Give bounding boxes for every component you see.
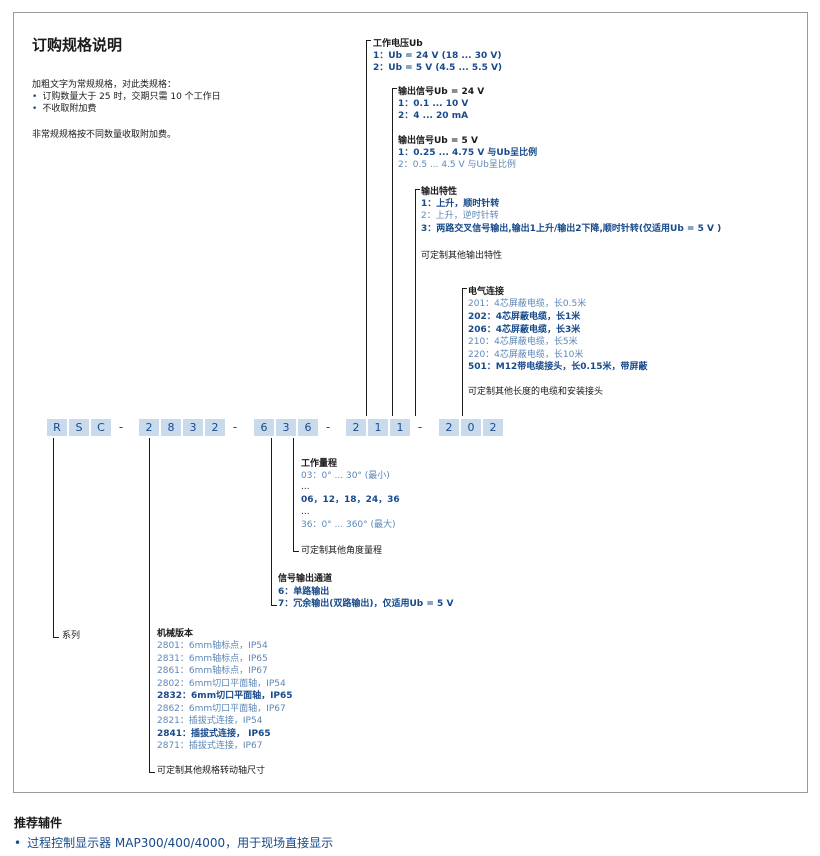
- range-option-min: 03：0° ... 30° (最小): [301, 471, 390, 481]
- code-digit: S: [69, 419, 89, 436]
- connector-range: [293, 438, 294, 552]
- output24-option-2: 2：4 ... 20 mA: [398, 111, 469, 121]
- code-digit: 6: [254, 419, 274, 436]
- electrical-option: 206：4芯屏蔽电缆，长3米: [468, 325, 581, 335]
- connector-electrical-tick: [462, 288, 467, 289]
- range-ellipsis-2: ...: [301, 507, 310, 517]
- code-separator: -: [118, 420, 124, 434]
- channel-heading: 信号输出通道: [278, 574, 333, 584]
- characteristic-note: 可定制其他输出特性: [421, 251, 503, 261]
- connector-channel-tick: [271, 605, 277, 606]
- output5-option-2: 2：0.5 ... 4.5 V 与Ub呈比例: [398, 160, 516, 170]
- code-separator: -: [325, 420, 331, 434]
- electrical-option: 202：4芯屏蔽电缆，长1米: [468, 312, 581, 322]
- electrical-option: 201：4芯屏蔽电缆，长0.5米: [468, 299, 587, 309]
- connector-series: [53, 438, 54, 638]
- code-digit: 0: [461, 419, 481, 436]
- connector-channel: [271, 438, 272, 606]
- connector-supply-tick: [366, 40, 371, 41]
- accessories-heading: 推荐辅件: [14, 816, 63, 830]
- electrical-option: 501：M12带电缆接头，长0.15米，带屏蔽: [468, 362, 648, 372]
- electrical-option: 220：4芯屏蔽电缆，长10米: [468, 350, 584, 360]
- mechanical-option: 2831：6mm轴标点，IP65: [157, 654, 268, 664]
- code-digit: 2: [483, 419, 503, 436]
- range-heading: 工作量程: [301, 459, 338, 469]
- output5-option-1: 1：0.25 ... 4.75 V 与Ub呈比例: [398, 148, 538, 158]
- characteristic-heading: 输出特性: [421, 187, 458, 197]
- mechanical-option: 2802：6mm切口平面轴，IP54: [157, 679, 286, 689]
- code-digit: 2: [139, 419, 159, 436]
- range-note: 可定制其他角度量程: [301, 546, 383, 556]
- code-digit: 2: [205, 419, 225, 436]
- range-option-common: 06，12，18，24，36: [301, 495, 400, 505]
- mechanical-note: 可定制其他规格转动轴尺寸: [157, 766, 266, 776]
- code-digit: 6: [298, 419, 318, 436]
- page-title: 订购规格说明: [32, 36, 123, 54]
- mechanical-option: 2832：6mm切口平面轴，IP65: [157, 691, 293, 701]
- connector-mechanical-tick: [149, 772, 155, 773]
- series-label: 系列: [62, 631, 81, 641]
- supply-heading: 工作电压Ub: [373, 39, 423, 49]
- code-separator: -: [232, 420, 238, 434]
- accessories-item: •过程控制显示器 MAP300/400/4000，用于现场直接显示: [14, 836, 334, 850]
- intro-text: 加粗文字为常规规格，对此类规格：: [32, 80, 177, 90]
- output24-option-1: 1：0.1 ... 10 V: [398, 99, 469, 109]
- connector-mechanical: [149, 438, 150, 773]
- characteristic-option-2: 2：上升，逆时针转: [421, 211, 499, 221]
- code-digit: 1: [390, 419, 410, 436]
- code-digit: 2: [346, 419, 366, 436]
- intro-bullet-1: 订购数量大于 25 时，交期只需 10 个工作日: [32, 91, 221, 104]
- mechanical-heading: 机械版本: [157, 629, 194, 639]
- electrical-option: 210：4芯屏蔽电缆，长5米: [468, 337, 578, 347]
- code-digit: 3: [183, 419, 203, 436]
- range-ellipsis-1: ...: [301, 482, 310, 492]
- supply-option-2: 2：Ub = 5 V (4.5 ... 5.5 V): [373, 63, 503, 73]
- mechanical-option: 2821：插拔式连接，IP54: [157, 716, 263, 726]
- intro-bullet-2: 不收取附加费: [32, 103, 96, 116]
- output24-heading: 输出信号Ub = 24 V: [398, 87, 485, 97]
- code-separator: -: [417, 420, 423, 434]
- code-digit: 3: [276, 419, 296, 436]
- range-option-max: 36：0° ... 360° (最大): [301, 520, 396, 530]
- connector-output: [392, 88, 393, 416]
- code-digit: 2: [439, 419, 459, 436]
- intro-note: 非常规规格按不同数量收取附加费。: [32, 130, 177, 140]
- output5-heading: 输出信号Ub = 5 V: [398, 136, 478, 146]
- connector-output-tick: [392, 88, 397, 89]
- code-digit: R: [47, 419, 67, 436]
- channel-option-7: 7：冗余输出(双路输出)，仅适用Ub = 5 V: [278, 599, 454, 609]
- electrical-heading: 电气连接: [468, 287, 505, 297]
- mechanical-option: 2841：插拔式连接， IP65: [157, 729, 271, 739]
- connector-characteristic: [415, 189, 416, 416]
- characteristic-option-1: 1：上升，顺时针转: [421, 199, 500, 209]
- connector-series-tick: [53, 637, 59, 638]
- mechanical-option: 2862：6mm切口平面轴，IP67: [157, 704, 286, 714]
- channel-option-6: 6：单路输出: [278, 587, 330, 597]
- connector-range-tick: [293, 551, 299, 552]
- connector-electrical: [462, 288, 463, 416]
- mechanical-option: 2861：6mm轴标点，IP67: [157, 666, 268, 676]
- mechanical-option: 2871：插拔式连接，IP67: [157, 741, 263, 751]
- connector-characteristic-tick: [415, 189, 420, 190]
- electrical-note: 可定制其他长度的电缆和安装接头: [468, 387, 604, 397]
- supply-option-1: 1：Ub = 24 V (18 ... 30 V): [373, 51, 502, 61]
- code-digit: C: [91, 419, 111, 436]
- connector-supply: [366, 40, 367, 416]
- code-digit: 8: [161, 419, 181, 436]
- spec-frame: [13, 12, 808, 793]
- mechanical-option: 2801：6mm轴标点，IP54: [157, 641, 268, 651]
- code-digit: 1: [368, 419, 388, 436]
- characteristic-option-3: 3：两路交叉信号输出,输出1上升/输出2下降,顺时针转(仅适用Ub = 5 V …: [421, 224, 722, 234]
